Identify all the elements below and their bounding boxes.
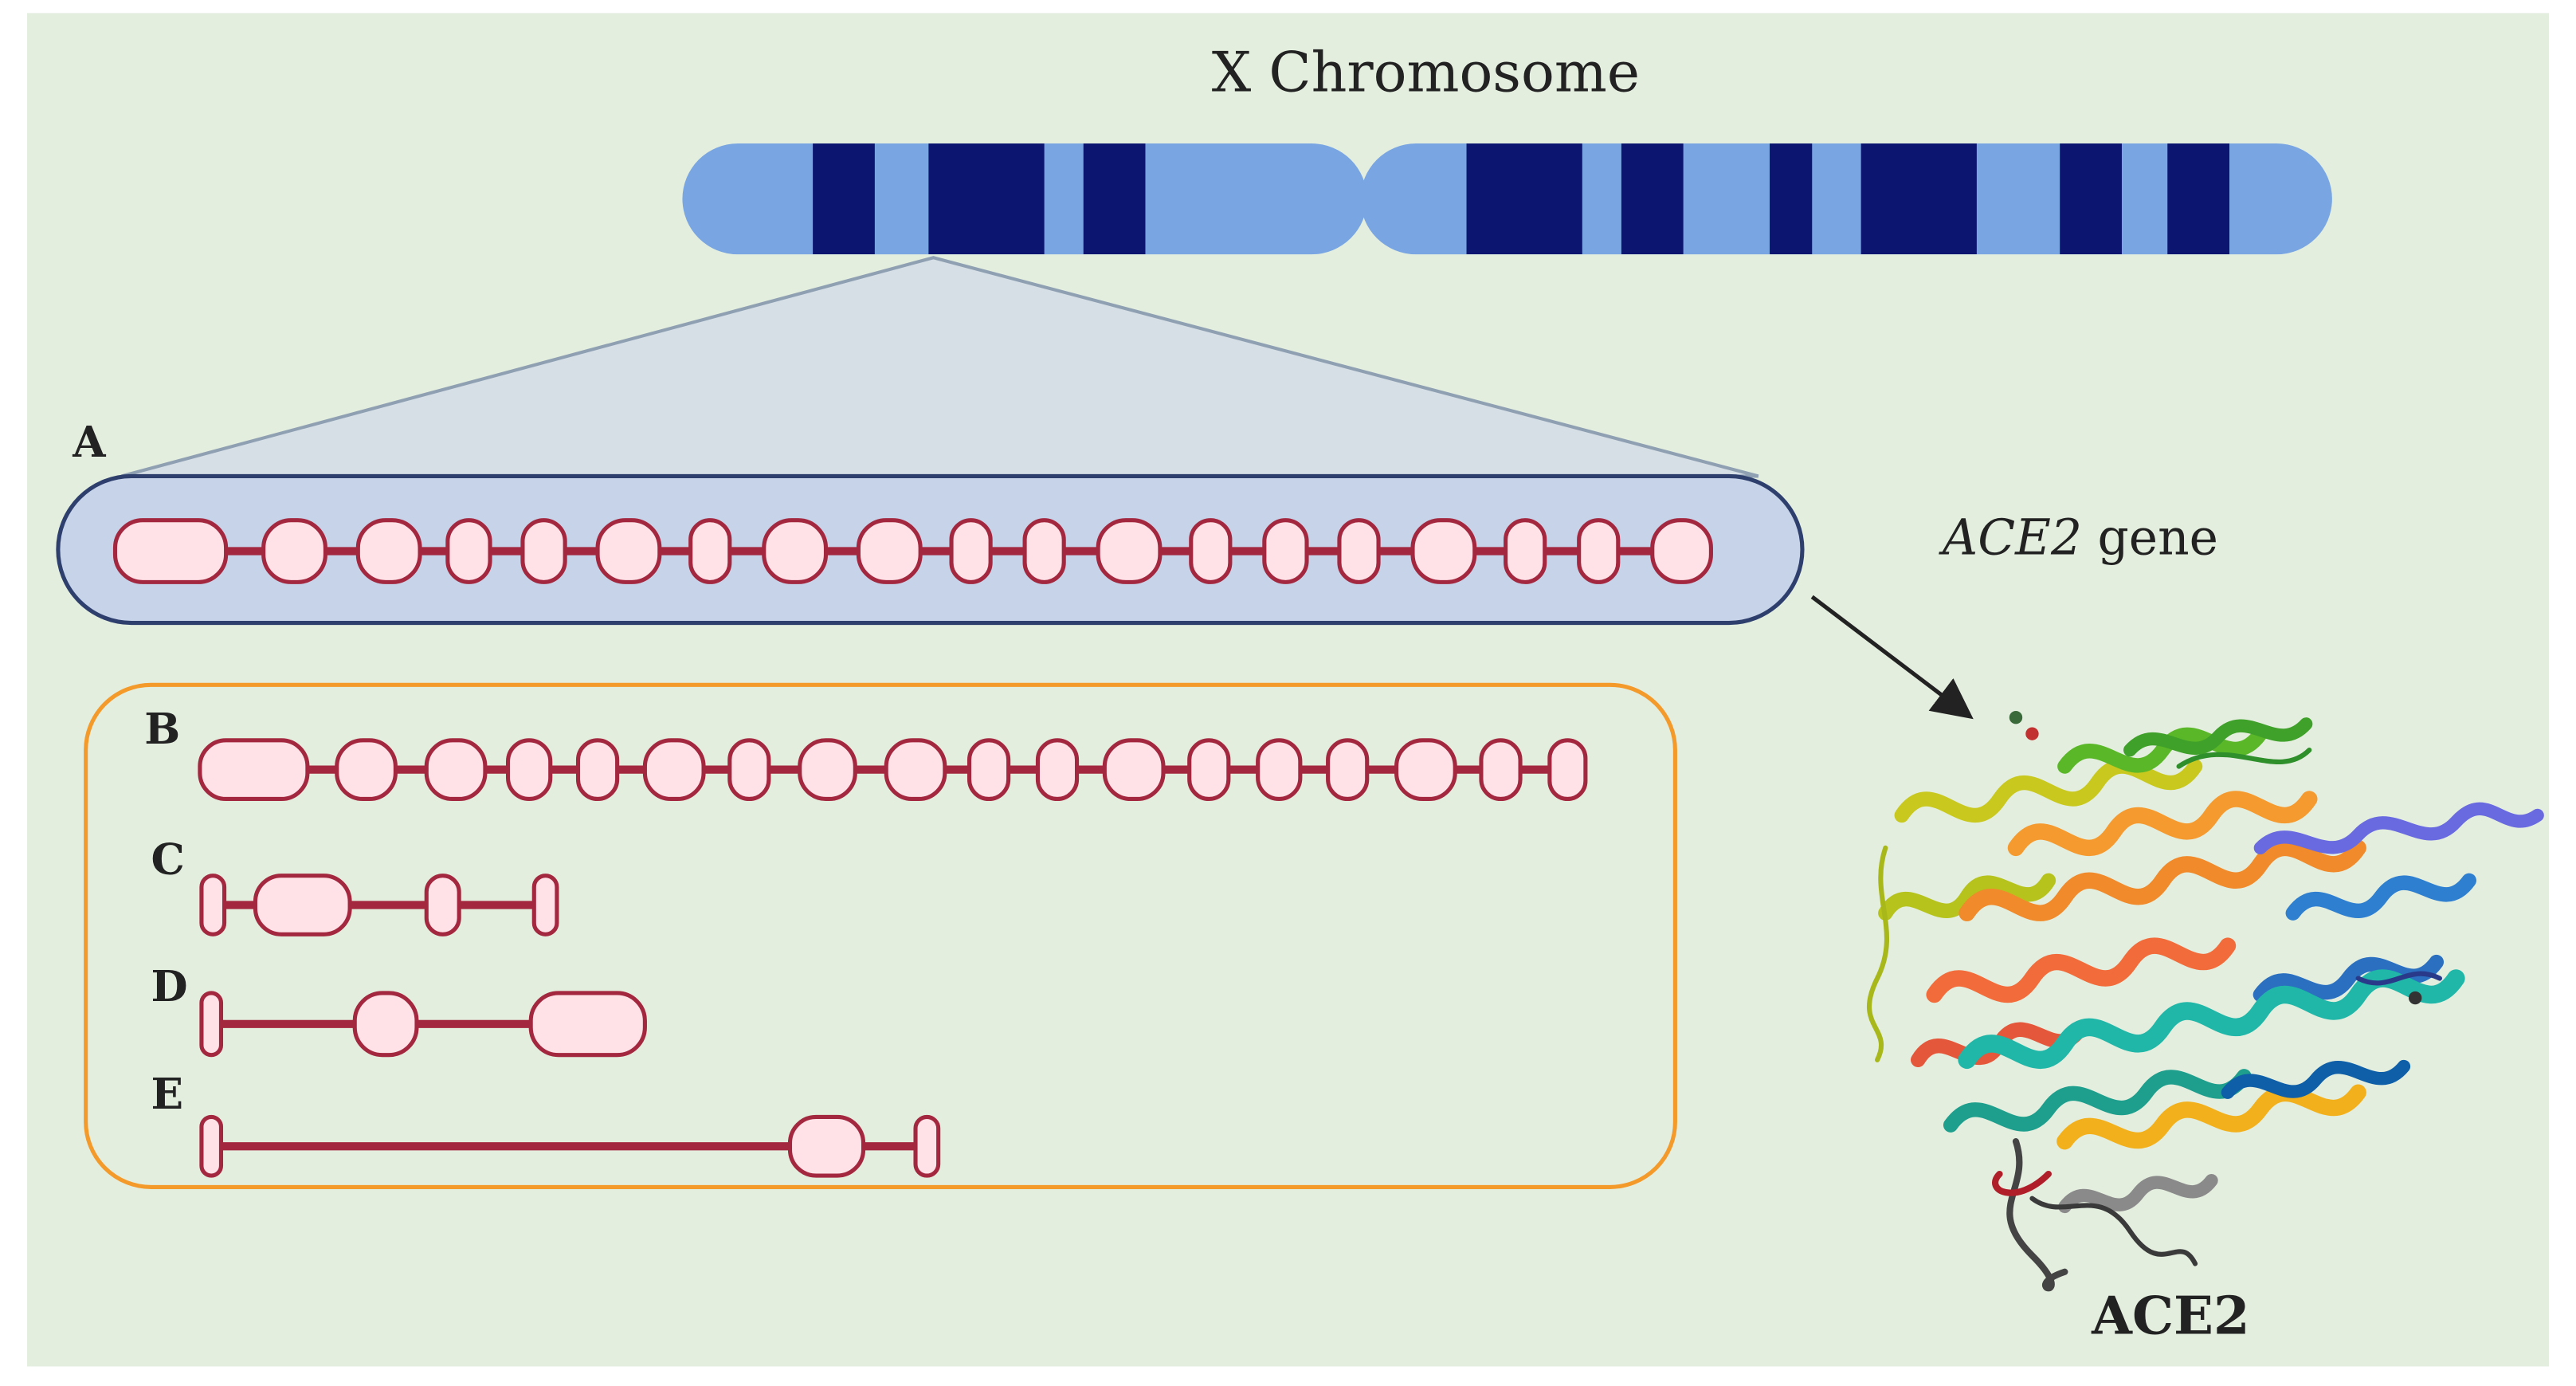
helix-ribbon [1943, 1069, 2252, 1133]
coil [2029, 1196, 2198, 1266]
exon [1256, 738, 1303, 802]
exon [112, 518, 229, 584]
exon [199, 1114, 224, 1178]
exon [1102, 738, 1166, 802]
chromosome-band [2167, 143, 2229, 255]
exon [787, 1114, 866, 1178]
exon [798, 738, 857, 802]
exon [949, 518, 993, 584]
exon [913, 1114, 941, 1178]
gene-track-a [112, 518, 1713, 584]
exon [424, 738, 488, 802]
exon [531, 874, 559, 936]
chromosome-band [1083, 143, 1146, 255]
chromosome-band [928, 143, 1045, 255]
exon [1577, 518, 1621, 584]
exon [445, 518, 492, 584]
exon [1394, 738, 1457, 802]
ligand [2409, 991, 2422, 1005]
helix-ribbon [1894, 759, 2203, 823]
exon [1547, 738, 1588, 802]
exon [1337, 518, 1381, 584]
exon [335, 738, 398, 802]
chromosome-band [813, 143, 875, 255]
chromosome-band [1621, 143, 1684, 255]
exon [1650, 518, 1713, 584]
chromosome-title: X Chromosome [1212, 41, 1640, 105]
coil [1992, 1170, 2052, 1196]
exon [642, 738, 706, 802]
ace2-protein-structure [1866, 711, 2544, 1292]
helix-ribbon [2285, 873, 2476, 921]
coil [2176, 748, 2312, 769]
exon [1326, 738, 1370, 802]
ligand [2009, 711, 2023, 724]
exon [688, 518, 732, 584]
ace2-gene-label: ACE2 gene [1939, 510, 2218, 567]
exon [261, 518, 327, 584]
chromosome-band [1860, 143, 1977, 255]
helix-ribbon [1958, 839, 2366, 921]
exon [424, 874, 461, 936]
ace2-gene-label-italic: ACE2 [1939, 510, 2082, 567]
exon [595, 518, 662, 584]
transcript-track-c [199, 874, 559, 936]
exon [727, 738, 771, 802]
helix-ribbon [2221, 1059, 2411, 1099]
exon [352, 991, 419, 1058]
exon [1410, 518, 1477, 584]
transcript-track-e [199, 1114, 941, 1178]
ace2-protein-label: ACE2 [2091, 1286, 2249, 1347]
exon [575, 738, 620, 802]
exon [199, 991, 224, 1058]
coil [2355, 971, 2442, 986]
exon [1035, 738, 1080, 802]
chromosome-band [1466, 143, 1582, 255]
coil [2006, 1138, 2068, 1292]
exon [355, 518, 422, 584]
exon [1504, 518, 1547, 584]
exon [505, 738, 553, 802]
coil [1866, 845, 1890, 1062]
helix-ribbon [1926, 937, 2237, 1003]
exon [1022, 518, 1066, 584]
exon [199, 874, 227, 936]
exon [1189, 518, 1233, 584]
transcript-variants-box [84, 682, 1677, 1189]
exon [198, 738, 310, 802]
exon [1187, 738, 1231, 802]
exon [528, 991, 647, 1058]
track-label-a: A [72, 417, 106, 467]
helix-ribbon [2056, 1084, 2366, 1150]
track-label-b: B [144, 704, 180, 754]
helix-ribbon [1878, 873, 2056, 921]
x-chromosome [682, 143, 2332, 255]
helix-ribbon [2007, 791, 2318, 857]
exon [1262, 518, 1309, 584]
transcript-track-d [199, 991, 647, 1058]
ace2-gene-label-text: gene [2082, 510, 2218, 567]
track-label-d: D [151, 961, 187, 1011]
helix-ribbon [2253, 802, 2544, 855]
helix-ribbon [2058, 1174, 2218, 1214]
gene-to-protein-arrow [1810, 595, 1974, 720]
transcript-track-b [198, 738, 1588, 802]
exon [1479, 738, 1523, 802]
track-label-c: C [151, 834, 184, 885]
exon [884, 738, 947, 802]
exon [1096, 518, 1163, 584]
exon [253, 874, 352, 936]
exon [856, 518, 923, 584]
ligand [2025, 727, 2039, 740]
chromosome-band [1770, 143, 1813, 255]
helix-ribbon [2057, 726, 2268, 774]
exon [966, 738, 1011, 802]
helix-ribbon [2123, 717, 2313, 757]
exon [762, 518, 829, 584]
exon [520, 518, 567, 584]
track-label-e: E [151, 1069, 183, 1119]
chromosome-band [2060, 143, 2122, 255]
